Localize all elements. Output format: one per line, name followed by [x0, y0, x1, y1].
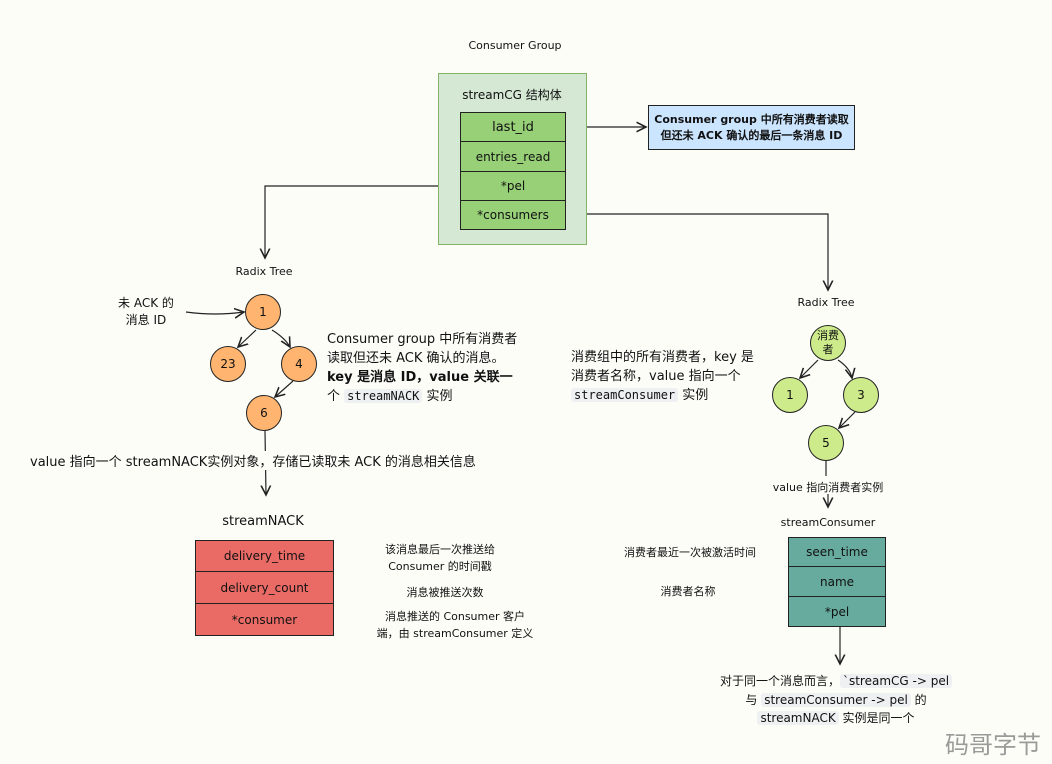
edge-1-23 [238, 329, 257, 347]
field-delivery-count: delivery_count [195, 572, 334, 604]
note-line: 但还未 ACK 确认的最后一条消息 ID [660, 129, 843, 142]
edge-4-6 [275, 380, 294, 397]
label-line: 消息 ID [125, 313, 167, 327]
field-name: name [788, 567, 886, 597]
consumer-group-title: Consumer Group [468, 39, 562, 52]
edge-c-3 [837, 359, 852, 378]
pel-node-6: 6 [246, 395, 282, 431]
last-id-note: Consumer group 中所有消费者读取 但还未 ACK 确认的最后一条消… [648, 105, 855, 150]
code-stream-nack: streamNACK [344, 389, 423, 403]
consumers-node-5: 5 [808, 425, 844, 461]
field-pel: *pel [460, 172, 566, 201]
note-line: 消费者名称，value 指向一个 [571, 369, 741, 384]
field-entries-read: entries_read [460, 142, 566, 172]
note-line: 读取但还未 ACK 确认的消息。 [327, 351, 505, 366]
code-streamcg-pel: `streamCG -> pel [839, 674, 953, 688]
desc-line: Consumer 的时间戳 [388, 560, 492, 573]
desc-line: 该消息最后一次推送给 [385, 543, 495, 556]
consumers-node-1: 1 [772, 377, 808, 413]
stream-nack-title: streamNACK [222, 514, 304, 529]
stream-cg-label: streamCG 结构体 [462, 88, 562, 102]
consumers-tree-note: 消费组中的所有消费者，key 是 消费者名称，value 指向一个 stream… [571, 348, 754, 405]
watermark: 码哥字节 [945, 731, 1041, 759]
label-line: 未 ACK 的 [118, 296, 174, 310]
pel-node-4: 4 [281, 346, 317, 382]
desc-line: 消息推送的 Consumer 客户 [384, 610, 526, 623]
edge-1-4 [271, 329, 290, 347]
consumers-node-3: 3 [843, 377, 879, 413]
pel-tree-note: Consumer group 中所有消费者 读取但还未 ACK 确认的消息。 k… [327, 330, 517, 406]
desc-name: 消费者名称 [660, 585, 716, 598]
note-line: streamNACK 实例是同一个 [720, 709, 952, 728]
text: 实例 [682, 388, 709, 403]
field-delivery-time: delivery_time [195, 540, 334, 572]
edge-3-5 [839, 411, 856, 428]
note-line: Consumer group 中所有消费者 [327, 332, 518, 347]
consumers-value-note: value 指向消费者实例 [772, 481, 884, 494]
stream-consumer-title: streamConsumer [780, 516, 876, 529]
pel-value-note: value 指向一个 streamNACK实例对象，存储已读取未 ACK 的消息… [30, 451, 476, 470]
code-streamconsumer-pel: streamConsumer -> pel [761, 692, 911, 707]
pel-node-23: 23 [210, 346, 246, 382]
field-consumer-pel: *pel [788, 597, 886, 627]
note-line: 个 streamNACK 实例 [327, 387, 517, 406]
field-consumers: *consumers [460, 201, 566, 230]
note-line: streamConsumer 实例 [571, 386, 754, 405]
text: 与 [745, 692, 758, 707]
code-stream-consumer: streamConsumer [571, 388, 679, 402]
consumers-tree-title: Radix Tree [797, 296, 855, 309]
note-line: key 是消息 ID，value 关联一 [327, 370, 513, 385]
note-line: 与 streamConsumer -> pel 的 [720, 691, 952, 710]
text: 个 [327, 389, 341, 404]
pel-node-1: 1 [245, 294, 281, 330]
unacked-id-label: 未 ACK 的 消息 ID [118, 295, 174, 329]
note-line: 对于同一个消息而言，`streamCG -> pel [719, 672, 953, 691]
consumers-node-root: 消费者 [810, 325, 846, 361]
note-line: Consumer group 中所有消费者读取 [654, 113, 849, 126]
note-line: 消费组中的所有消费者，key 是 [571, 350, 754, 365]
desc-delivery-time: 该消息最后一次推送给 Consumer 的时间戳 [385, 541, 495, 575]
desc-line: 端，由 streamConsumer 定义 [376, 627, 534, 640]
field-consumer: *consumer [195, 604, 334, 636]
text: 对于同一个消息而言， [719, 674, 840, 688]
field-seen-time: seen_time [788, 537, 886, 567]
text: 的 [914, 692, 927, 707]
arrow-consumers-to-tree [566, 213, 828, 290]
code-streamnack: streamNACK [757, 711, 839, 725]
text: 实例 [426, 389, 453, 404]
arrow-pel-to-tree [265, 185, 460, 258]
edge-c-1 [800, 359, 819, 378]
text: 实例是同一个 [842, 711, 915, 725]
field-last-id: last_id [460, 112, 566, 142]
desc-consumer: 消息推送的 Consumer 客户 端，由 streamConsumer 定义 [377, 608, 534, 642]
desc-seen-time: 消费者最近一次被激活时间 [624, 546, 756, 559]
desc-delivery-count: 消息被推送次数 [406, 586, 484, 599]
pel-tree-title: Radix Tree [235, 265, 293, 278]
arrow-unacked-id [185, 312, 244, 314]
bottom-note: 对于同一个消息而言，`streamCG -> pel 与 streamConsu… [719, 672, 953, 728]
